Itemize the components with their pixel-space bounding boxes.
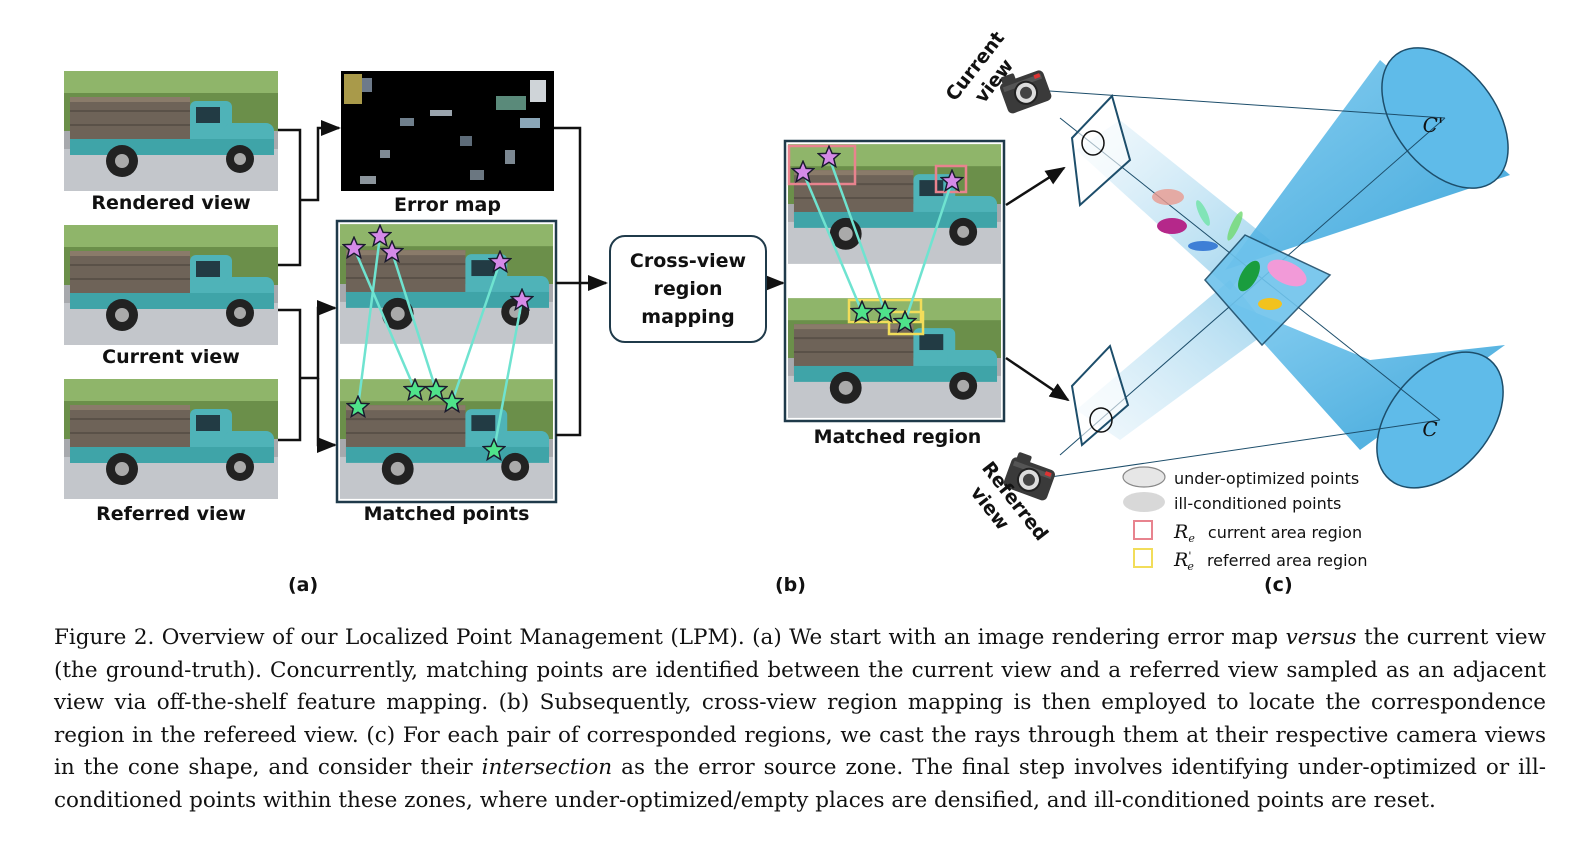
legend-referred-region: R'e referred area region	[1174, 549, 1367, 573]
panel-a-connectors	[278, 120, 785, 453]
caption-part1: Figure 2. Overview of our Localized Poin…	[54, 625, 1286, 650]
figure: C' C Current view Referred view Rendered…	[64, 27, 1510, 596]
panel-a-tag: (a)	[288, 574, 319, 596]
caption-versus: versus	[1285, 625, 1357, 650]
re-referred-text: referred area region	[1206, 551, 1368, 570]
caption-part3: as the error source zone. The final step…	[54, 755, 1546, 813]
cross-view-line2: region	[653, 278, 723, 300]
rendered-view-image	[64, 71, 278, 191]
current-view-label: Current view	[102, 346, 240, 368]
matched-region-panel	[783, 139, 1006, 423]
re-symbol-2: R	[1174, 549, 1189, 571]
figure-caption: Figure 2. Overview of our Localized Poin…	[54, 622, 1546, 817]
panel-b-tag: (b)	[775, 574, 806, 596]
error-map-image	[341, 71, 554, 191]
referred-view-label: Referred view	[96, 503, 246, 525]
re-sub-2: e	[1187, 560, 1194, 574]
legend-current-region: Re current area region	[1174, 521, 1362, 545]
matched-points-label: Matched points	[363, 503, 530, 525]
panel-c-tag: (c)	[1264, 574, 1293, 596]
cross-view-line1: Cross-view	[629, 250, 747, 272]
re-current-text: current area region	[1207, 523, 1363, 542]
matched-region-label: Matched region	[813, 426, 982, 448]
referred-view-image	[64, 379, 278, 499]
re-prime: '	[1188, 549, 1192, 563]
caption-intersection: intersection	[481, 755, 613, 780]
cross-view-line3: mapping	[641, 306, 735, 328]
legend-swatches	[1122, 466, 1166, 568]
cone-label-bottom: C	[1422, 417, 1437, 441]
error-map-label: Error map	[394, 194, 501, 216]
legend-ill-conditioned: ill-conditioned points	[1174, 494, 1342, 513]
re-sub: e	[1188, 532, 1195, 546]
rendered-view-label: Rendered view	[91, 192, 251, 214]
cross-view-region-mapping-box: Cross-view region mapping	[609, 235, 767, 343]
matched-points-panel	[335, 219, 558, 504]
re-symbol: R	[1174, 521, 1189, 543]
legend-under-optimized: under-optimized points	[1174, 469, 1360, 488]
figure-graphic: C' C Current view Referred view	[64, 27, 1510, 568]
caption-part2: the current view (the ground-truth). Con…	[54, 625, 1546, 780]
current-view-image	[64, 225, 278, 345]
cone-diagram	[995, 47, 1510, 503]
cone-label-top: C'	[1423, 113, 1444, 137]
panel-b-arrows	[1005, 166, 1070, 402]
